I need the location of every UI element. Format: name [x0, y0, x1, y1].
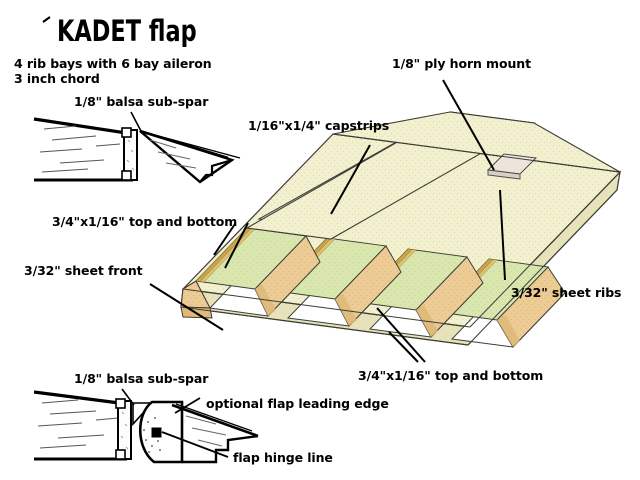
- note-chord: 3 inch chord: [14, 71, 100, 86]
- label-sheet-front: 3/32" sheet front: [24, 263, 143, 278]
- leader-sheet-ribs: [499, 189, 506, 281]
- sheet-ribs: [254, 235, 566, 348]
- label-sub-spar-top: 1/8" balsa sub-spar: [74, 94, 209, 109]
- leader-horn-mount: [442, 79, 495, 171]
- label-hinge-line: flap hinge line: [233, 450, 333, 465]
- leader-topbottom-a: [213, 223, 236, 256]
- page-title: KADET flap: [57, 14, 197, 48]
- label-horn-mount: 1/8" ply horn mount: [392, 56, 531, 71]
- label-optional-leading-edge: optional flap leading edge: [206, 396, 389, 411]
- title-tick-mark: [42, 16, 51, 23]
- leader-topbottom-b: [224, 222, 249, 269]
- label-sub-spar-bottom: 1/8" balsa sub-spar: [74, 371, 209, 386]
- lower-cross-section-detail: [33, 388, 259, 464]
- label-top-bottom-lower: 3/4"x1/16" top and bottom: [358, 368, 544, 383]
- label-top-bottom-upper: 3/4"x1/16" top and bottom: [52, 214, 238, 229]
- label-capstrips: 1/16"x1/4" capstrips: [248, 118, 390, 133]
- upper-cross-section-detail: [33, 111, 241, 184]
- leader-topbottom-d: [388, 331, 419, 363]
- leader-capstrips: [330, 144, 371, 215]
- leader-sheet-front: [149, 283, 224, 331]
- leader-lines: [149, 79, 506, 363]
- note-rib-bays: 4 rib bays with 6 bay aileron: [14, 56, 212, 71]
- label-sheet-ribs: 3/32" sheet ribs: [511, 285, 622, 300]
- leader-topbottom-c: [376, 307, 426, 363]
- beam-edge-lines: [180, 133, 621, 346]
